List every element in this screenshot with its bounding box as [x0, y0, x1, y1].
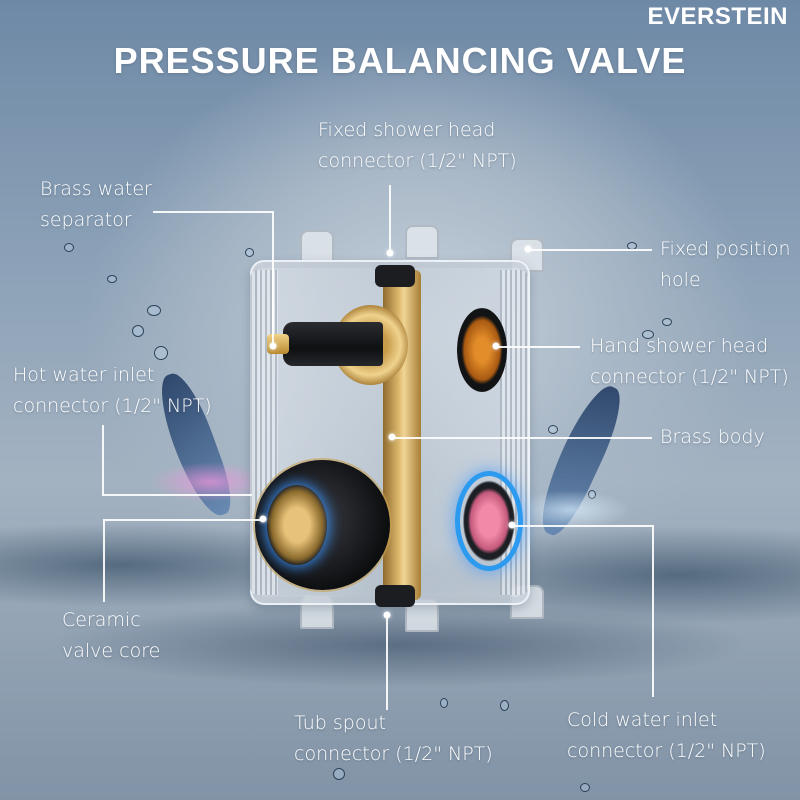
water-drop: [642, 330, 654, 339]
hand-shower-port: [457, 308, 507, 392]
callout-dot: [386, 249, 394, 257]
leader-line: [389, 185, 391, 253]
diverter-stem: [283, 322, 383, 366]
water-drop: [580, 783, 590, 792]
cold-water-glow: [510, 490, 630, 530]
ceramic-cartridge: [267, 485, 327, 565]
leader-line: [272, 211, 274, 346]
callout-tub-spout: Tub spout connector (1/2" NPT): [294, 712, 493, 765]
leader-line: [392, 437, 652, 439]
callout-dot: [508, 521, 516, 529]
leader-line: [102, 494, 252, 496]
callout-brass-body: Brass body: [660, 426, 765, 448]
callout-dot: [388, 433, 396, 441]
water-drop: [154, 346, 168, 360]
water-drop: [245, 248, 254, 257]
leader-line: [528, 249, 652, 251]
callout-dot: [259, 515, 267, 523]
water-drop: [64, 243, 74, 252]
top-cap: [375, 265, 415, 287]
page-title: PRESSURE BALANCING VALVE: [113, 40, 687, 81]
callout-dot: [524, 245, 532, 253]
cold-water-port: [460, 476, 518, 566]
water-drop: [662, 318, 672, 326]
callout-hand-shower-head: Hand shower head connector (1/2" NPT): [590, 335, 789, 388]
water-drop: [333, 768, 345, 780]
callout-fixed-shower-head: Fixed shower head connector (1/2" NPT): [318, 119, 517, 172]
callout-dot: [492, 342, 500, 350]
mounting-ear: [405, 225, 439, 259]
mounting-ear: [300, 230, 334, 264]
leader-line: [495, 346, 580, 348]
water-drop: [500, 700, 509, 711]
brand-logo: EVERSTEIN: [647, 3, 788, 30]
water-drop: [107, 275, 117, 283]
callout-hot-water-inlet: Hot water inlet connector (1/2" NPT): [13, 364, 212, 417]
callout-brass-water-separator: Brass water separator: [40, 178, 152, 231]
callout-cold-water-inlet: Cold water inlet connector (1/2" NPT): [567, 709, 766, 762]
leader-line: [386, 615, 388, 710]
callout-dot: [269, 342, 277, 350]
callout-fixed-position-hole: Fixed position hole: [660, 238, 791, 291]
leader-line: [652, 525, 654, 697]
bottom-cap: [375, 585, 415, 607]
callout-ceramic-valve-core: Ceramic valve core: [62, 609, 161, 662]
leader-line: [153, 211, 273, 213]
valve-illustration: [245, 225, 545, 632]
water-drop: [147, 305, 161, 316]
leader-line: [102, 425, 104, 495]
leader-line: [512, 525, 652, 527]
leader-line: [103, 519, 105, 602]
water-drop: [548, 425, 558, 434]
callout-dot: [383, 611, 391, 619]
water-drop: [440, 698, 448, 708]
water-drop: [132, 325, 144, 337]
leader-line: [103, 519, 263, 521]
